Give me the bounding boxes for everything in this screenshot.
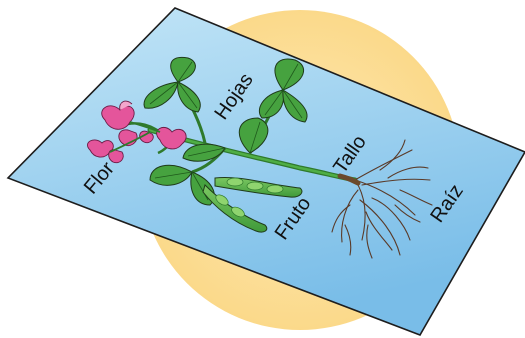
diagram-canvas: Flor Hojas Tallo Fruto Raíz — [0, 0, 525, 338]
plant-parts-diagram: Flor Hojas Tallo Fruto Raíz — [0, 0, 525, 338]
